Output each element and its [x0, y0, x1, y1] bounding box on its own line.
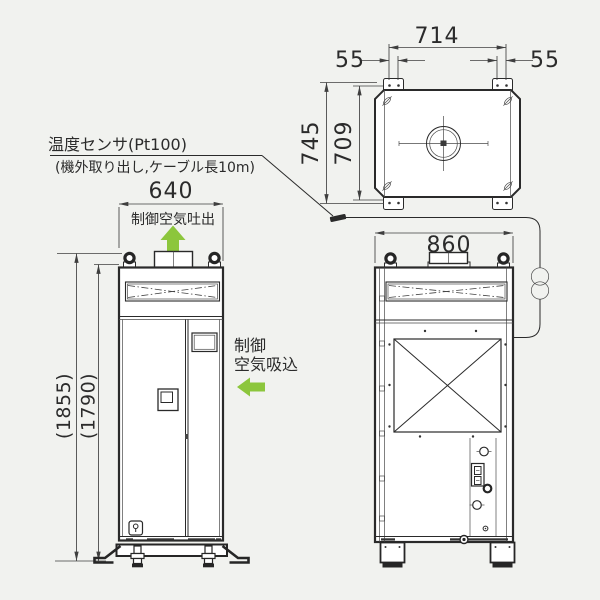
air-inlet-arrow-icon — [237, 377, 265, 397]
front-louver-grille — [124, 281, 221, 302]
port-grommet — [482, 483, 493, 494]
service-ports — [469, 438, 497, 537]
sensor-cable-line-lower — [513, 299, 541, 338]
side-foot-right — [489, 541, 516, 568]
base-flange-left — [93, 544, 122, 564]
base-flange-right — [221, 544, 250, 564]
front-eyebolt-left — [123, 251, 136, 268]
dim-640: 640 — [118, 179, 224, 261]
sensor-cable-line-upper — [345, 217, 541, 268]
dim-1855: (1855) — [53, 253, 122, 562]
side-view: 860 — [373, 230, 516, 568]
dim-1790-text: (1790) — [78, 373, 100, 439]
panel-screws — [388, 343, 507, 438]
side-eyebolt-left — [384, 252, 397, 268]
air-inlet-label-line2: 空気吸込 — [234, 355, 298, 374]
dim-745-text: 745 — [299, 121, 324, 166]
eyebolt-top-marks — [382, 96, 513, 191]
dim-1790: (1790) — [78, 264, 119, 561]
dim-640-text: 640 — [149, 179, 194, 204]
side-top-duct — [427, 251, 471, 268]
lock-icon — [128, 520, 144, 536]
nameplate-mark — [440, 140, 447, 146]
front-base-frame — [93, 543, 250, 568]
door-handle — [157, 388, 179, 412]
front-vent-slots — [126, 538, 221, 541]
dim-55-left-text: 55 — [335, 48, 365, 73]
air-outlet-label: 制御空気吐出 — [131, 212, 215, 228]
front-foot-left — [130, 545, 145, 568]
air-outlet-arrow-icon — [160, 225, 186, 258]
temp-sensor-icon — [329, 214, 347, 222]
front-foot-right — [201, 545, 216, 568]
temp-sensor-label-line1: 温度センサ(Pt100) — [48, 135, 187, 154]
terminal-block — [470, 462, 485, 487]
door-latch — [185, 434, 189, 439]
side-eyebolt-right — [497, 252, 510, 268]
top-view: 714 55 55 745 709 — [299, 24, 560, 210]
temp-sensor-label-line2: (機外取り出し,ケーブル長10m) — [55, 159, 255, 176]
air-inlet-label-line1: 制御 — [234, 336, 266, 355]
port-upper — [476, 446, 492, 457]
side-left-frame — [379, 267, 385, 542]
side-foot-left — [379, 541, 406, 568]
dim-745: 745 — [299, 82, 384, 204]
door-window — [191, 332, 218, 353]
drain-bolt — [459, 534, 469, 545]
dim-55-left: 55 — [335, 48, 425, 80]
front-eyebolt-right — [208, 251, 221, 268]
front-view: 640 (1855) (1790) 制御空気吐出 — [53, 179, 298, 568]
dim-55-right: 55 — [470, 48, 560, 80]
temp-sensor-leader — [261, 155, 334, 217]
dim-55-right-text: 55 — [530, 48, 560, 73]
side-vent-slots — [381, 538, 508, 541]
dim-714: 714 — [388, 24, 507, 80]
door-divider — [185, 319, 189, 537]
dim-709-text: 709 — [332, 121, 357, 166]
mounting-holes — [388, 84, 508, 205]
side-louver-grille — [385, 281, 508, 302]
temp-sensor-annotation: 温度センサ(Pt100) (機外取り出し,ケーブル長10m) — [48, 135, 550, 338]
mounting-tabs — [383, 78, 513, 210]
center-duct-opening — [398, 116, 489, 171]
port-lower — [469, 500, 485, 510]
dim-709: 709 — [332, 85, 383, 201]
access-panel — [388, 338, 507, 438]
dim-714-text: 714 — [415, 24, 460, 49]
dim-1855-text: (1855) — [53, 373, 75, 439]
front-top-duct — [153, 250, 194, 269]
